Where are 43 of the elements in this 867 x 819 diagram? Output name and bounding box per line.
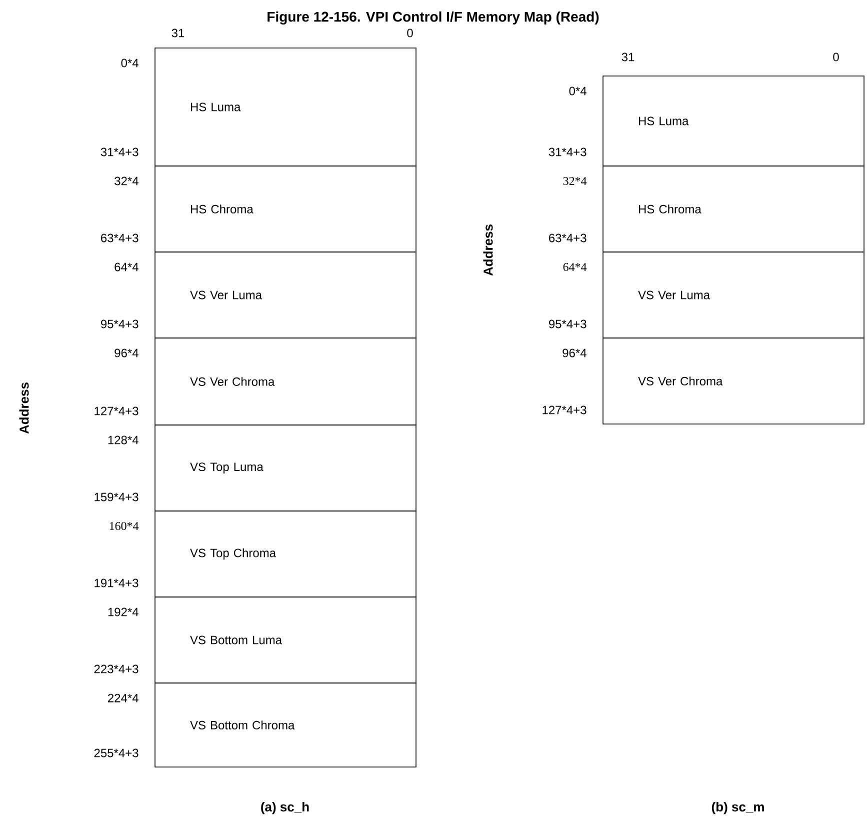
address-label: 32*4 [563,176,587,186]
bit-number: 0 [833,52,839,62]
axis-title: Address [483,224,493,276]
memory-region-box: VS Bottom Chroma [154,682,416,768]
address-label: 160*4 [110,522,139,530]
memory-region-box: VS Ver Luma [602,252,864,338]
address-label: 31*4+3 [100,148,138,156]
address-label: 95*4+3 [549,320,586,328]
address-label: 31*4+3 [548,148,586,156]
address-label: 191*4+3 [94,578,138,588]
address-label: 63*4+3 [549,234,586,242]
address-label: 127*4+3 [542,406,586,414]
address-label: 128*4 [108,436,138,444]
panel-caption: (a) sc_h [261,802,309,814]
address-label: 127*4+3 [94,406,138,416]
address-label: 96*4 [114,348,138,358]
address-label: 0*4 [569,86,586,96]
figure-title: Figure 12-156. VPI Control I/F Memory Map (Read) [268,11,599,25]
memory-region-box: HS Luma [154,48,416,166]
panel-caption: (b) sc_m [712,802,764,814]
address-label: 224*4 [108,694,138,702]
address-label: 159*4+3 [94,492,138,502]
memory-region-box: HS Chroma [602,166,864,252]
address-label: 95*4+3 [101,320,138,328]
address-label: 63*4+3 [101,234,138,242]
address-label: 0*4 [121,58,138,68]
memory-region-box: VS Bottom Luma [154,596,416,684]
memory-region-box: VS Ver Luma [154,252,416,338]
address-label: 192*4 [108,608,138,616]
address-label: 255*4+3 [94,748,138,758]
memory-region-box: HS Luma [602,76,864,166]
address-label: 96*4 [562,348,586,358]
axis-title: Address [19,382,29,434]
bit-number: 31 [622,52,634,62]
memory-region-box: VS Ver Chroma [602,338,864,424]
memory-region-box: VS Ver Chroma [154,338,416,426]
address-label: 64*4 [114,262,138,272]
memory-region-box: VS Top Chroma [154,510,416,598]
address-label: 32*4 [114,176,138,186]
memory-region-box: HS Chroma [154,166,416,252]
memory-region-box: VS Top Luma [154,424,416,512]
address-label: 64*4 [563,262,587,272]
address-label: 223*4+3 [94,664,138,674]
